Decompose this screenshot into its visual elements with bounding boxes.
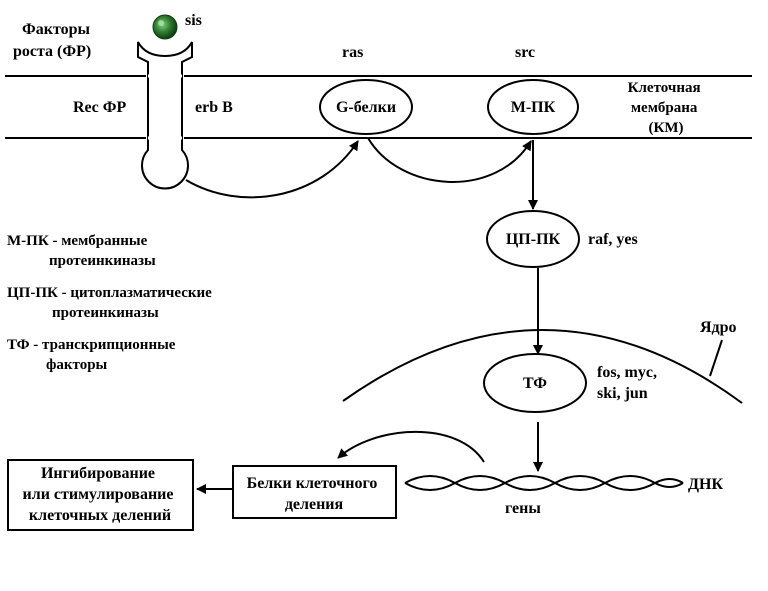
cell-division-proteins-box — [232, 465, 397, 519]
erbb-label: erb B — [195, 99, 233, 116]
legend-tf: ТФ - транскрипционные факторы — [7, 337, 179, 373]
arrow-receptor-to-g-proteins — [185, 140, 359, 199]
sis-ligand-highlight — [158, 20, 164, 26]
tf-oncogenes-label: fos, myc, ski, jun — [597, 364, 661, 402]
dna-label: ДНК — [688, 476, 723, 493]
g-proteins-node — [319, 79, 413, 135]
sis-ligand — [152, 14, 178, 40]
legend-cppk: ЦП-ПК - цитоплазматические протеинкиназы — [7, 285, 216, 321]
receptor-label: Rec ФР — [73, 99, 127, 116]
nucleus-pointer — [709, 339, 723, 377]
ras-label: ras — [342, 44, 363, 61]
cppk-label: ЦП-ПК — [506, 231, 561, 248]
src-label: src — [515, 44, 535, 61]
inhibition-stimulation-box — [7, 459, 194, 531]
growth-factors-label: Факторы роста (ФР) — [13, 21, 94, 60]
sis-label: sis — [185, 12, 202, 29]
membrane-label: Клеточная мембрана (КМ) — [628, 80, 705, 136]
arrow-genes-to-proteins — [337, 430, 485, 463]
raf-yes-label: raf, yes — [588, 231, 638, 248]
g-proteins-label: G-белки — [336, 99, 396, 116]
inhibition-stimulation-label: Ингибирование или стимулирование клеточн… — [23, 465, 178, 524]
cppk-node — [486, 210, 580, 268]
mpk-label: М-ПК — [511, 99, 556, 116]
dna-strand-b — [404, 475, 684, 491]
genes-label: гены — [505, 500, 541, 517]
tf-label: ТФ — [523, 375, 547, 392]
tf-node — [483, 353, 587, 413]
legend-mpk: М-ПК - мембранные протеинкиназы — [7, 233, 156, 269]
arrow-g-proteins-to-mpk — [367, 137, 532, 183]
cell-division-proteins-label: Белки клеточного деления — [247, 475, 382, 513]
nucleus-label: Ядро — [700, 319, 737, 336]
mpk-node — [487, 79, 579, 135]
nucleus-envelope — [342, 329, 743, 404]
receptor-shape — [137, 41, 193, 190]
